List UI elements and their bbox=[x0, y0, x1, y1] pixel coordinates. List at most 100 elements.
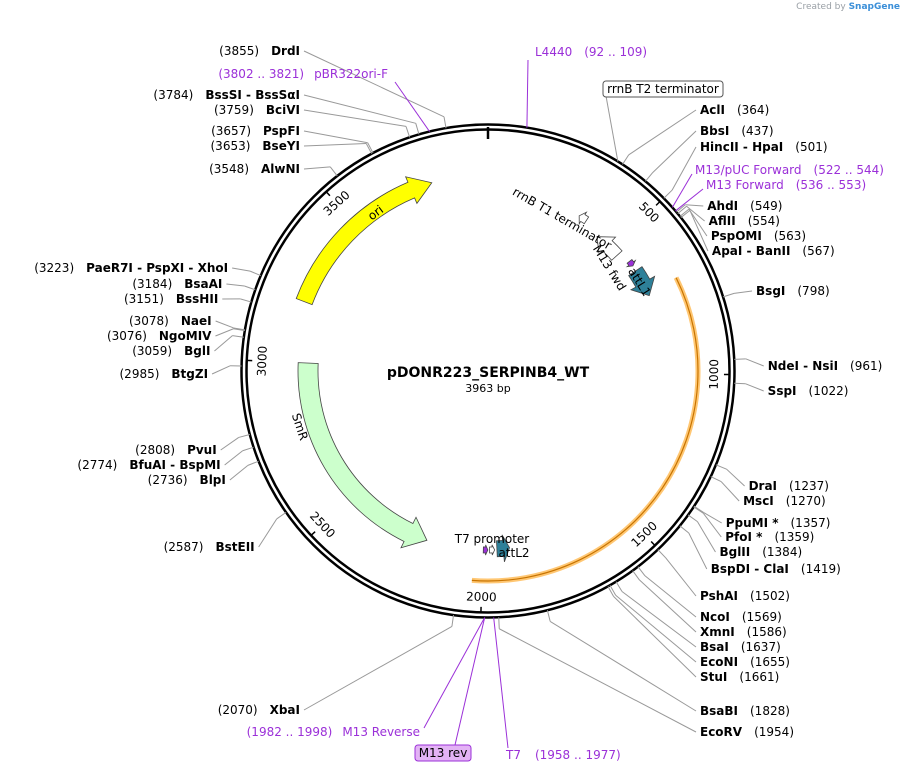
site-aflii[interactable]: AflII(554) bbox=[677, 205, 780, 228]
svg-text:(2587)BstEII: (2587)BstEII bbox=[164, 540, 255, 554]
site-bglii[interactable]: BglII(1384) bbox=[687, 514, 802, 559]
svg-text:M13/pUC Forward(522 .. 544): M13/pUC Forward(522 .. 544) bbox=[695, 163, 884, 177]
site-naei[interactable]: (3078)NaeI bbox=[129, 314, 246, 331]
site-btgzi[interactable]: (2985)BtgZI bbox=[120, 365, 242, 381]
feature-m13-rev[interactable] bbox=[482, 544, 489, 556]
site-bgli[interactable]: (3059)BglI bbox=[132, 335, 244, 358]
feature-smr[interactable] bbox=[297, 362, 428, 549]
site-bsabi[interactable]: BsaBI(1828) bbox=[546, 610, 790, 718]
svg-text:AhdI(549): AhdI(549) bbox=[707, 199, 782, 213]
svg-text:XmnI(1586): XmnI(1586) bbox=[700, 625, 787, 639]
site-pspfi[interactable]: (3657)PspFI bbox=[211, 124, 374, 154]
svg-text:(1982 .. 1998)M13 Reverse: (1982 .. 1998)M13 Reverse bbox=[247, 725, 420, 739]
site-apai[interactable]: ApaI - BanII(567) bbox=[680, 210, 835, 258]
svg-text:(3548)AlwNI: (3548)AlwNI bbox=[209, 162, 300, 176]
site-alwni[interactable]: (3548)AlwNI bbox=[209, 162, 338, 177]
svg-text:NcoI(1569): NcoI(1569) bbox=[700, 610, 782, 624]
primer-m13-forward[interactable]: M13 Forward(536 .. 553) bbox=[675, 178, 866, 212]
site-bbsi[interactable]: BbsI(437) bbox=[645, 124, 774, 182]
feature-t7-promoter[interactable] bbox=[489, 544, 496, 556]
tick-mark bbox=[325, 190, 331, 197]
svg-text:(3078)NaeI: (3078)NaeI bbox=[129, 314, 212, 328]
site-drai[interactable]: DraI(1237) bbox=[715, 464, 829, 493]
tick-mark bbox=[650, 540, 656, 547]
site-ecorv[interactable]: EcoRV(1954) bbox=[498, 617, 794, 739]
site-pspomi[interactable]: PspOMI(563) bbox=[679, 208, 806, 243]
svg-text:(2070)XbaI: (2070)XbaI bbox=[218, 703, 300, 717]
insert-highlight-core bbox=[471, 277, 699, 582]
tick-mark bbox=[310, 531, 316, 537]
svg-text:L4440(92 .. 109): L4440(92 .. 109) bbox=[535, 45, 647, 59]
svg-text:EcoRV(1954): EcoRV(1954) bbox=[700, 725, 794, 739]
site-pfoi[interactable]: PfoI *(1359) bbox=[693, 506, 815, 544]
site-ppumi[interactable]: PpuMI *(1357) bbox=[693, 505, 830, 530]
site-bsssi[interactable]: (3784)BssSI - BssSαI bbox=[153, 88, 420, 135]
feature-label-rrnb-t1-terminator: rrnB T1 terminator bbox=[510, 185, 614, 253]
feature-ori[interactable] bbox=[295, 176, 433, 306]
site-bseyi[interactable]: (3653)BseYI bbox=[211, 139, 373, 154]
svg-text:M13 rev: M13 rev bbox=[419, 746, 468, 760]
svg-text:(3802 .. 3821)pBR322ori-F: (3802 .. 3821)pBR322ori-F bbox=[218, 67, 388, 81]
site-pshai[interactable]: PshAI(1502) bbox=[657, 549, 790, 603]
site-drdi[interactable]: (3855)DrdI bbox=[219, 44, 447, 129]
svg-text:(3151)BssHII: (3151)BssHII bbox=[124, 292, 218, 306]
svg-text:PshAI(1502): PshAI(1502) bbox=[700, 589, 790, 603]
snapgene-watermark: Created by SnapGene bbox=[796, 2, 900, 12]
svg-text:(3855)DrdI: (3855)DrdI bbox=[219, 44, 300, 58]
feature-rrnb-t2-terminator[interactable] bbox=[578, 211, 590, 226]
svg-text:(2808)PvuI: (2808)PvuI bbox=[135, 443, 217, 457]
site-xbai[interactable]: (2070)XbaI bbox=[218, 615, 455, 717]
plasmid-backbone bbox=[240, 123, 736, 619]
site-blpi[interactable]: (2736)BlpI bbox=[148, 460, 259, 487]
svg-text:BsaI(1637): BsaI(1637) bbox=[700, 640, 781, 654]
site-bsaai[interactable]: (3184)BsaAI bbox=[132, 277, 256, 291]
site-msci[interactable]: MscI(1270) bbox=[710, 476, 826, 508]
site-ngomiv[interactable]: (3076)NgoMIV bbox=[107, 328, 245, 343]
site-ncoi[interactable]: NcoI(1569) bbox=[637, 566, 782, 624]
site-econi[interactable]: EcoNI(1655) bbox=[609, 584, 790, 669]
site-bsteii[interactable]: (2587)BstEII bbox=[164, 511, 287, 554]
site-bsgi[interactable]: BsgI(798) bbox=[722, 284, 830, 298]
tick-mark bbox=[655, 200, 661, 206]
primer-l4440[interactable]: L4440(92 .. 109) bbox=[526, 45, 647, 128]
site-ndei[interactable]: NdeI - NsiI(961) bbox=[734, 358, 883, 373]
svg-text:BbsI(437): BbsI(437) bbox=[700, 124, 774, 138]
site-acli[interactable]: AclI(364) bbox=[622, 103, 769, 165]
svg-text:ApaI - BanII(567): ApaI - BanII(567) bbox=[712, 244, 835, 258]
m13-rev-box[interactable]: M13 rev bbox=[414, 617, 486, 762]
primer-m13-reverse[interactable]: (1982 .. 1998)M13 Reverse bbox=[247, 617, 486, 739]
svg-text:NdeI - NsiI(961): NdeI - NsiI(961) bbox=[768, 359, 883, 373]
site-bcivi[interactable]: (3759)BciVI bbox=[214, 103, 411, 138]
site-stui[interactable]: StuI(1661) bbox=[607, 586, 779, 684]
feature-m13-fwd[interactable] bbox=[625, 258, 637, 268]
primer-pbr322ori-f[interactable]: (3802 .. 3821)pBR322ori-F bbox=[218, 67, 430, 132]
site-xmni[interactable]: XmnI(1586) bbox=[632, 570, 787, 639]
site-bfuai[interactable]: (2774)BfuAI - BspMI bbox=[77, 446, 254, 472]
site-ahdi[interactable]: AhdI(549) bbox=[676, 199, 782, 213]
svg-text:(3759)BciVI: (3759)BciVI bbox=[214, 103, 300, 117]
svg-text:EcoNI(1655): EcoNI(1655) bbox=[700, 655, 790, 669]
site-bsai[interactable]: BsaI(1637) bbox=[615, 581, 781, 654]
svg-text:(3653)BseYI: (3653)BseYI bbox=[211, 139, 301, 153]
tick-label: 2000 bbox=[466, 589, 497, 604]
site-hincii[interactable]: HincII - HpaI(501) bbox=[663, 140, 828, 199]
site-sspi[interactable]: SspI(1022) bbox=[734, 382, 848, 398]
feature-attl2[interactable] bbox=[496, 534, 510, 563]
site-pvui[interactable]: (2808)PvuI bbox=[135, 433, 250, 457]
feature-attl1[interactable] bbox=[628, 266, 656, 297]
svg-text:AclI(364): AclI(364) bbox=[700, 103, 769, 117]
site-bspdi[interactable]: BspDI - ClaI(1419) bbox=[679, 525, 841, 576]
site-paer7i[interactable]: (3223)PaeR7I - PspXI - XhoI bbox=[34, 261, 261, 277]
site-bsshii[interactable]: (3151)BssHII bbox=[124, 292, 252, 306]
svg-text:(3076)NgoMIV: (3076)NgoMIV bbox=[107, 329, 212, 343]
primer-t7[interactable]: T7(1958 .. 1977) bbox=[493, 617, 621, 762]
primer-layer: (3802 .. 3821)pBR322ori-F L4440(92 .. 109… bbox=[218, 45, 884, 762]
primer-m13-puc-forward[interactable]: M13/pUC Forward(522 .. 544) bbox=[671, 163, 884, 208]
feature-rrnb-t1-terminator[interactable] bbox=[596, 236, 623, 261]
svg-text:BsaBI(1828): BsaBI(1828) bbox=[700, 704, 790, 718]
svg-text:(3223)PaeR7I - PspXI - Xho: (3223)PaeR7I - PspXI - XhoI bbox=[34, 261, 228, 275]
rrnb-t2-terminator-box[interactable]: rrnB T2 terminator bbox=[602, 80, 724, 162]
svg-text:MscI(1270): MscI(1270) bbox=[743, 494, 826, 508]
watermark-prefix: Created by bbox=[796, 2, 846, 12]
